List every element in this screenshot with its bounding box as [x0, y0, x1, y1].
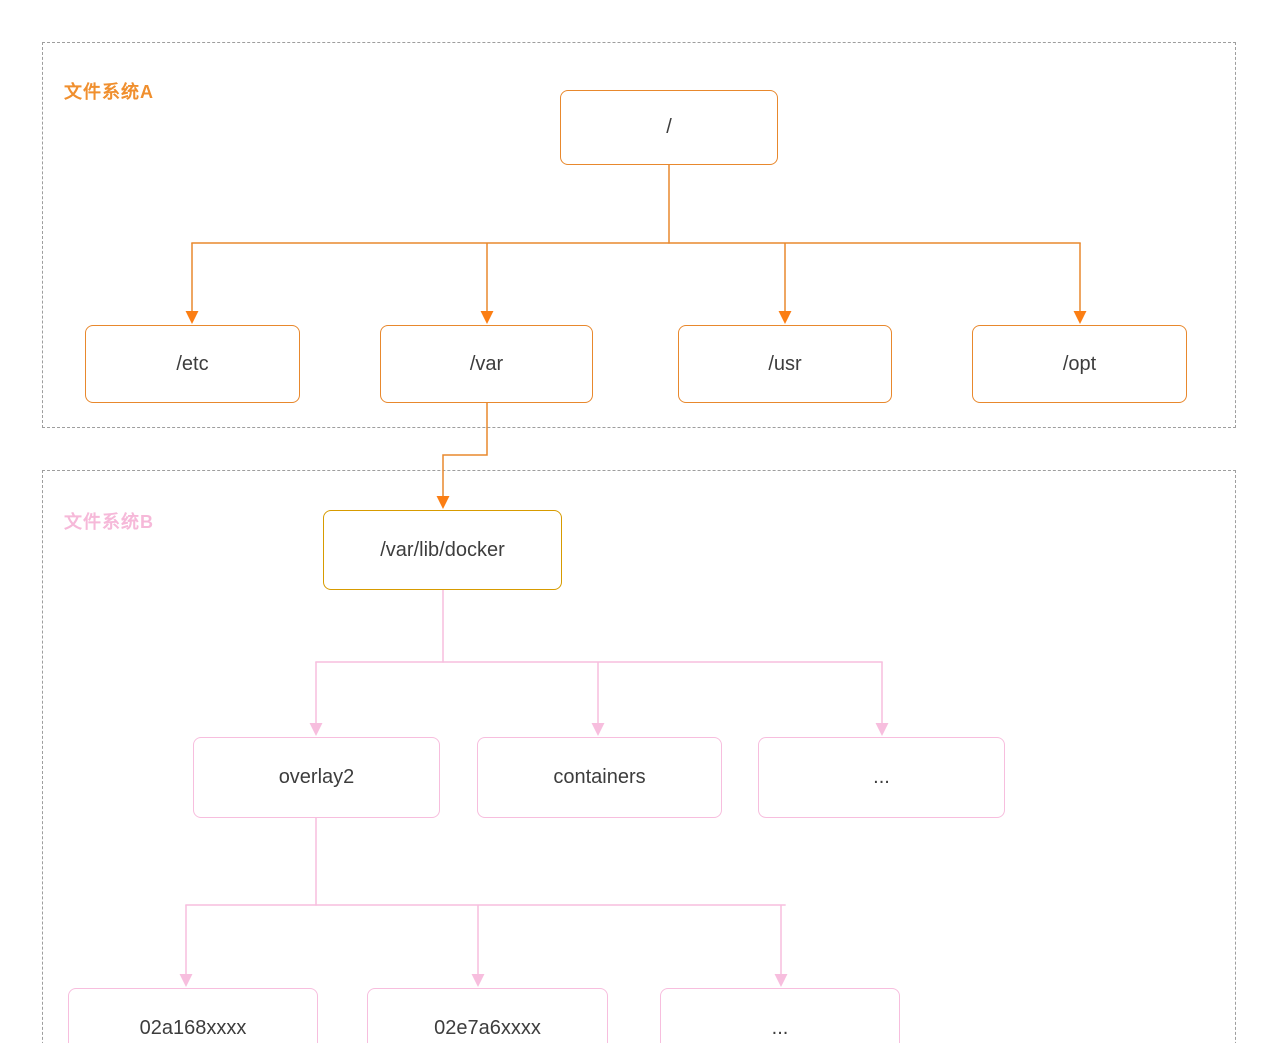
filesystem-b-group — [42, 470, 1236, 1043]
node-ellipsis-level1: ... — [758, 737, 1005, 818]
node-root: / — [560, 90, 778, 165]
node-containers: containers — [477, 737, 722, 818]
node-var: /var — [380, 325, 593, 403]
node-opt: /opt — [972, 325, 1187, 403]
node-layer-02e7a6: 02e7a6xxxx — [367, 988, 608, 1043]
node-usr: /usr — [678, 325, 892, 403]
node-ellipsis-level2: ... — [660, 988, 900, 1043]
node-overlay2: overlay2 — [193, 737, 440, 818]
node-var-lib-docker: /var/lib/docker — [323, 510, 562, 590]
filesystem-b-label: 文件系统B — [64, 512, 154, 532]
filesystem-a-label: 文件系统A — [64, 82, 154, 102]
filesystem-a-group — [42, 42, 1236, 428]
node-etc: /etc — [85, 325, 300, 403]
node-layer-02a168: 02a168xxxx — [68, 988, 318, 1043]
